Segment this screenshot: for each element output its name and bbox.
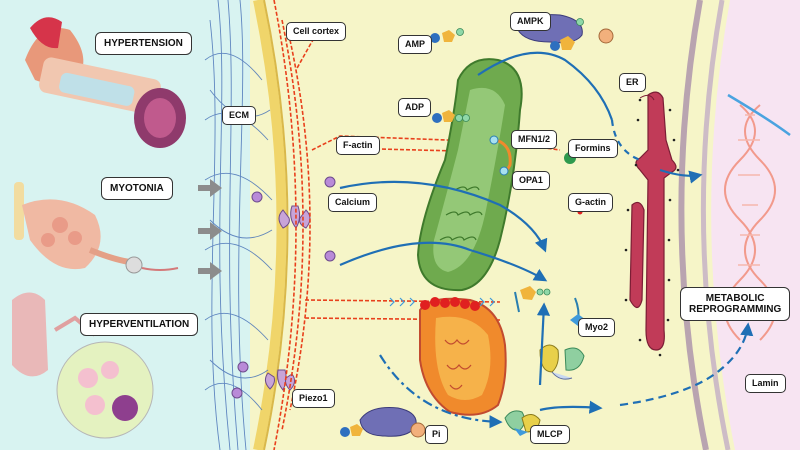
ecm-fibers: [204, 0, 273, 450]
metabolic-line-2: REPROGRAMMING: [689, 304, 782, 315]
calcium-ions: [231, 176, 336, 399]
gactin-label: G-actin: [568, 193, 614, 212]
piezo1-label: Piezo1: [292, 389, 335, 408]
muscle-illustration: [14, 182, 179, 274]
hypertension-label: HYPERTENSION: [95, 32, 192, 55]
endoplasmic-reticulum: [629, 91, 677, 351]
pi-complex-icon: [340, 407, 426, 438]
myotonia-label: MYOTONIA: [101, 177, 173, 200]
mfn-label: MFN1/2: [511, 130, 558, 149]
drp1-ring: [420, 297, 480, 311]
formins-label: Formins: [568, 139, 618, 158]
hyperventilation-label: HYPERVENTILATION: [80, 313, 199, 336]
amp-label: AMP: [398, 35, 432, 54]
er-label: ER: [619, 73, 646, 92]
metabolic-reprogramming-label: METABOLIC REPROGRAMMING: [680, 287, 791, 321]
force-arrows: [198, 179, 222, 280]
adp-label: ADP: [398, 98, 432, 117]
opa1-label: OPA1: [512, 171, 550, 190]
lung-illustration: [12, 292, 154, 439]
ampk-label: AMPK: [510, 12, 551, 31]
mitochondrion-green: [416, 58, 523, 292]
nuclear-envelope-outer: [678, 0, 709, 450]
cell-cortex-label: Cell cortex: [286, 22, 347, 41]
mfn-tether-icon: [489, 135, 512, 176]
cytoplasm: [250, 0, 800, 450]
ecm-label: ECM: [222, 106, 256, 125]
artery-illustration: [25, 17, 186, 148]
lamin-label: Lamin: [745, 374, 786, 393]
factin-label: F-actin: [336, 136, 380, 155]
adp-molecule-icon: [432, 110, 470, 123]
mitochondrion-orange: [419, 297, 507, 416]
metabolic-line-1: METABOLIC: [705, 293, 765, 304]
signaling-arrows: [339, 51, 754, 429]
ribosomes: [624, 98, 680, 357]
piezo1-channel-icon: [264, 369, 296, 391]
amp-molecule-icon: [430, 28, 464, 43]
actin-crosslinks: [389, 297, 495, 307]
myo2-label: Myo2: [578, 318, 616, 337]
nuclear-envelope-inner: [700, 0, 731, 450]
calcium-label: Calcium: [328, 193, 378, 212]
mlcp-label: MLCP: [530, 425, 570, 444]
pi-label: Pi: [425, 425, 448, 444]
